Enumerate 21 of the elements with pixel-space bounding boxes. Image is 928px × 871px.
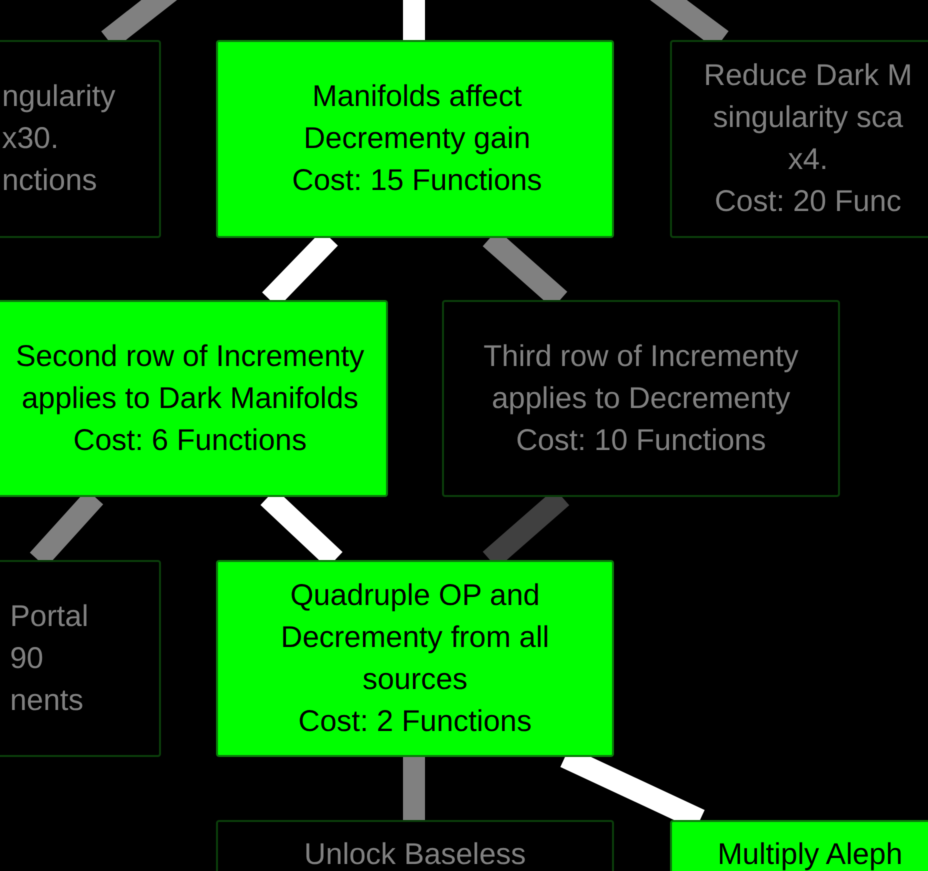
- upgrade-box: [0, 300, 388, 497]
- connector-line: [403, 0, 425, 40]
- upgrade-text: Cost: 2 Functions: [297, 704, 533, 740]
- upgrade-text: Manifolds affect Decrementy gain: [302, 79, 532, 157]
- upgrade-text: Portal 90 nents: [10, 598, 90, 718]
- upgrade-text: Cost: 15 Functions: [290, 163, 544, 199]
- upgrade-text: ngularity x30.: [2, 79, 116, 157]
- connector-line: [403, 757, 425, 820]
- upgrade-text: Cost: 20 Func: [714, 184, 902, 220]
- upgrade-box: [442, 300, 840, 497]
- upgrade-box: [216, 40, 614, 238]
- upgrade-text: Second row of Incrementy applies to Dark Manifolds: [15, 338, 365, 416]
- upgrade-text: Quadruple OP and Decrementy from all sources: [280, 578, 550, 698]
- upgrade-text: Cost: 6 Functions: [72, 422, 308, 458]
- upgrade-text: Multiply Aleph: [717, 837, 903, 871]
- upgrade-text: Cost: 10 Functions: [514, 422, 768, 458]
- upgrade-text: Third row of Incrementy applies to Decrementy: [482, 338, 800, 416]
- upgrade-text: nctions: [2, 163, 98, 199]
- upgrade-text: Unlock Baseless: [304, 837, 526, 871]
- upgrade-box: [216, 560, 614, 757]
- upgrade-text: Reduce Dark M singularity sca x4.: [702, 58, 914, 178]
